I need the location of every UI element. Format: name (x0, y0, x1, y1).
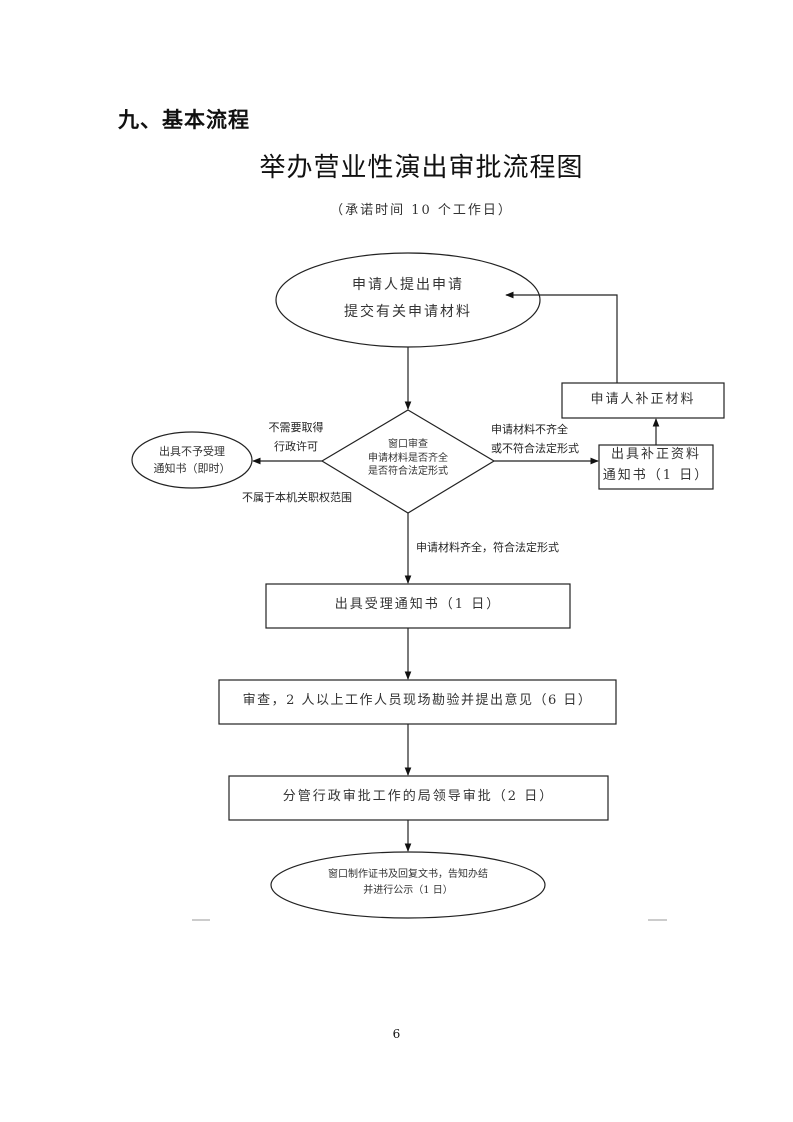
node-reject-line: 通知书（即时） (153, 461, 231, 475)
page-number: 6 (392, 1027, 401, 1041)
section-heading: 九、基本流程 (118, 108, 250, 132)
node-finish-shape (270, 851, 546, 919)
node-finish-line: 窗口制作证书及回复文书，告知办结 (328, 869, 488, 880)
node-reject-shape (131, 431, 253, 489)
node-reject: 出具不予受理 通知书（即时） (140, 444, 244, 477)
flowchart-subtitle: （承诺时间 10 个工作日） (330, 203, 513, 218)
node-supplement-line: 申请人补正材料 (590, 392, 696, 407)
node-review: 窗口审查 申请材料是否齐全 是否符合法定形式 (330, 438, 486, 479)
node-inspect: 审查，2 人以上工作人员现场勘验并提出意见（6 日） (219, 692, 616, 710)
node-review-line: 申请材料是否齐全 (368, 452, 448, 464)
edge-supplement-apply (505, 291, 618, 383)
node-accept-shape (265, 583, 571, 629)
node-supplement-notice-line: 通知书（1 日） (602, 467, 710, 483)
node-apply: 申请人提出申请 提交有关申请材料 (290, 272, 526, 325)
edge-label-complete: 申请材料齐全，符合法定形式 (416, 541, 559, 554)
node-accept-line: 出具受理通知书（1 日） (334, 597, 502, 612)
node-finish-line: 并进行公示（1 日） (363, 884, 453, 896)
node-approve: 分管行政审批工作的局领导审批（2 日） (229, 788, 608, 806)
edge-label-out-of-scope: 不属于本机关职权范围 (242, 491, 352, 504)
node-accept: 出具受理通知书（1 日） (266, 596, 570, 614)
node-review-line: 是否符合法定形式 (368, 466, 448, 477)
edge-label-incomplete: 申请材料不齐全 或不符合法定形式 (491, 420, 579, 459)
edge-label-line: 或不符合法定形式 (491, 442, 579, 456)
node-supplement-notice-line: 出具补正资料 (610, 447, 701, 462)
node-supplement-notice-shape (598, 444, 714, 490)
edge-label-line: 申请材料不齐全 (491, 423, 568, 436)
flowchart-title: 举办营业性演出审批流程图 (259, 153, 584, 183)
edge-label-line: 不需要取得 (268, 421, 324, 434)
edge-label-no-license: 不需要取得 行政许可 (264, 418, 328, 457)
node-supplement: 申请人补正材料 (562, 392, 724, 409)
node-apply-line: 提交有关申请材料 (344, 303, 472, 320)
edge-label-line: 行政许可 (274, 440, 318, 454)
node-apply-line: 申请人提出申请 (352, 277, 464, 293)
node-approve-line: 分管行政审批工作的局领导审批（2 日） (282, 789, 555, 804)
node-reject-line: 出具不予受理 (159, 445, 225, 458)
node-finish: 窗口制作证书及回复文书，告知办结 并进行公示（1 日） (280, 867, 536, 898)
node-inspect-line: 审查，2 人以上工作人员现场勘验并提出意见（6 日） (242, 693, 593, 708)
node-review-line: 窗口审查 (388, 439, 428, 450)
node-inspect-shape (218, 679, 617, 725)
node-supplement-notice: 出具补正资料 通知书（1 日） (601, 445, 711, 487)
node-supplement-shape (561, 382, 725, 419)
node-approve-shape (228, 775, 609, 821)
